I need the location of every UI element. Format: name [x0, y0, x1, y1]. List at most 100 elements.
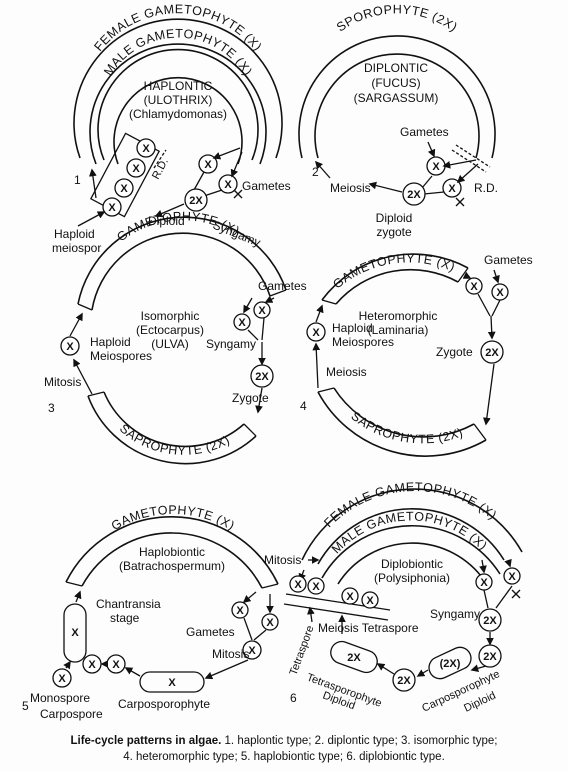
arrow — [504, 558, 512, 568]
ploidy-label: (2X) — [440, 658, 461, 670]
gametophyte-band-outer — [321, 253, 469, 301]
tetraspore-circle — [361, 591, 379, 609]
band-end — [473, 423, 487, 441]
syngamy-line — [203, 189, 223, 197]
ploidy-label: X — [248, 645, 256, 657]
gamete-circle — [442, 178, 462, 198]
zygote-circle — [184, 188, 208, 212]
band-end — [77, 303, 93, 311]
tetrasporophyte — [330, 640, 378, 674]
diploid-zygote-label: zygote — [376, 225, 412, 239]
syngamy-line — [243, 617, 253, 641]
male-gametophyte-band-outer — [321, 524, 501, 579]
gametophyte-band-outer — [77, 216, 287, 305]
ploidy-label: 2X — [255, 371, 269, 383]
zygote-label: Zygote — [436, 345, 473, 359]
ploidy-label: X — [366, 595, 374, 607]
panel-6-title-2: (Polysiphonia) — [374, 571, 450, 585]
ploidy-label: X — [168, 677, 176, 689]
arrow — [470, 664, 487, 673]
panel-3-title-1: Isomorphic — [141, 309, 200, 323]
ploidy-label: X — [58, 673, 66, 685]
band-end — [317, 387, 335, 393]
arrow — [487, 315, 496, 340]
syngamy-label: Syngamy — [430, 607, 480, 621]
panel-number: 5 — [22, 699, 29, 713]
band-end — [261, 583, 279, 589]
rd-dash — [153, 149, 167, 169]
carposporophyte — [139, 671, 205, 693]
arrow — [69, 312, 83, 337]
arrow — [204, 659, 249, 680]
caption-line-1: Life-cycle patterns in algae. 1. haplont… — [0, 733, 568, 749]
ploidy-label: 2X — [407, 189, 421, 201]
band-end — [65, 581, 83, 587]
arrow — [242, 591, 257, 603]
meiospore-circle — [136, 138, 156, 158]
syngamy-line — [421, 175, 433, 189]
zygote-circle — [402, 182, 426, 206]
gamete-circle — [465, 277, 483, 295]
ploidy-label: X — [66, 341, 74, 353]
band-end — [243, 423, 257, 437]
gametophyte-band-inner — [335, 268, 459, 305]
zygote-circle — [480, 340, 504, 364]
meiosis-label: Meiosis — [330, 181, 371, 195]
rd-dash — [455, 144, 491, 168]
ploidy-label: X — [204, 159, 212, 171]
gametophyte-band-outer — [65, 516, 279, 585]
arrow — [230, 151, 243, 178]
arrow — [456, 163, 479, 184]
male-gametophyte-label: MALE GAMETOPHYTE (X) — [329, 509, 490, 556]
ploidy-label: X — [312, 327, 320, 339]
panel-5-title-2: (Batrachospermum) — [119, 559, 225, 573]
gametes-label: Gametes — [186, 625, 235, 639]
meiospore-circle — [60, 336, 80, 356]
panel-number: 2 — [312, 165, 319, 179]
panel-1-haplontic: FEMALE GAMETOPHYTE (X) MALE GAMETOPHYTE … — [52, 2, 291, 255]
ploidy-label: X — [71, 627, 79, 639]
zygote-label: Zygote — [232, 391, 269, 405]
monospore-circle — [52, 668, 72, 688]
ploidy-label: 2X — [485, 347, 499, 359]
panel-1-title-2: (ULOTHRIX) — [144, 93, 213, 107]
arrow — [212, 147, 241, 160]
ploidy-label: X — [112, 659, 120, 671]
gamete-circle — [503, 567, 521, 585]
arrow — [255, 387, 263, 414]
meiospore-circle — [102, 197, 122, 217]
arrow — [368, 181, 403, 193]
caption-title: Life-cycle patterns in algae. — [70, 735, 222, 747]
caption-line-2: 4. heteromorphic type; 5. haplobiontic t… — [123, 751, 445, 763]
ploidy-label: X — [258, 305, 266, 317]
gamete-circle — [261, 613, 279, 631]
carpospore-circle — [392, 668, 416, 692]
syngamy-line — [483, 589, 489, 609]
band-end — [87, 391, 105, 397]
female-gametophyte-band-inner — [317, 508, 505, 565]
gametes-label: Gametes — [242, 179, 291, 193]
sporophyte-label: SPOROPHYTE (2X) — [334, 2, 460, 34]
rd-label: R.D. — [474, 181, 498, 195]
arrow — [74, 590, 82, 603]
haploid-label: meiospor — [52, 241, 101, 255]
diploid-zygote-label: Diploid — [376, 211, 413, 225]
arrow — [315, 304, 324, 323]
syngamy-line — [491, 299, 501, 317]
panel-1-title-3: (Chlamydomonas) — [129, 107, 227, 121]
panel-2-diplontic: SPOROPHYTE (2X) DIPLONTIC (FUCUS) (SARGA… — [298, 2, 498, 239]
band-end — [269, 289, 287, 297]
ploidy-label: X — [88, 659, 96, 671]
saprophyte-band-outer — [87, 395, 257, 465]
panel-4-title-1: Heteromorphic — [359, 309, 438, 323]
syngamy-cross — [455, 197, 465, 207]
arrow — [314, 160, 331, 179]
syngamy-line — [261, 317, 265, 341]
saprophyte-band-outer — [317, 391, 487, 457]
saprophyte-band-inner — [333, 387, 475, 438]
gamete-circle — [218, 174, 238, 194]
meiospore-circle — [126, 158, 146, 178]
zygote-circle — [478, 608, 502, 632]
panel-5-title-1: Haplobiontic — [139, 545, 205, 559]
syngamy-cross — [233, 189, 243, 199]
